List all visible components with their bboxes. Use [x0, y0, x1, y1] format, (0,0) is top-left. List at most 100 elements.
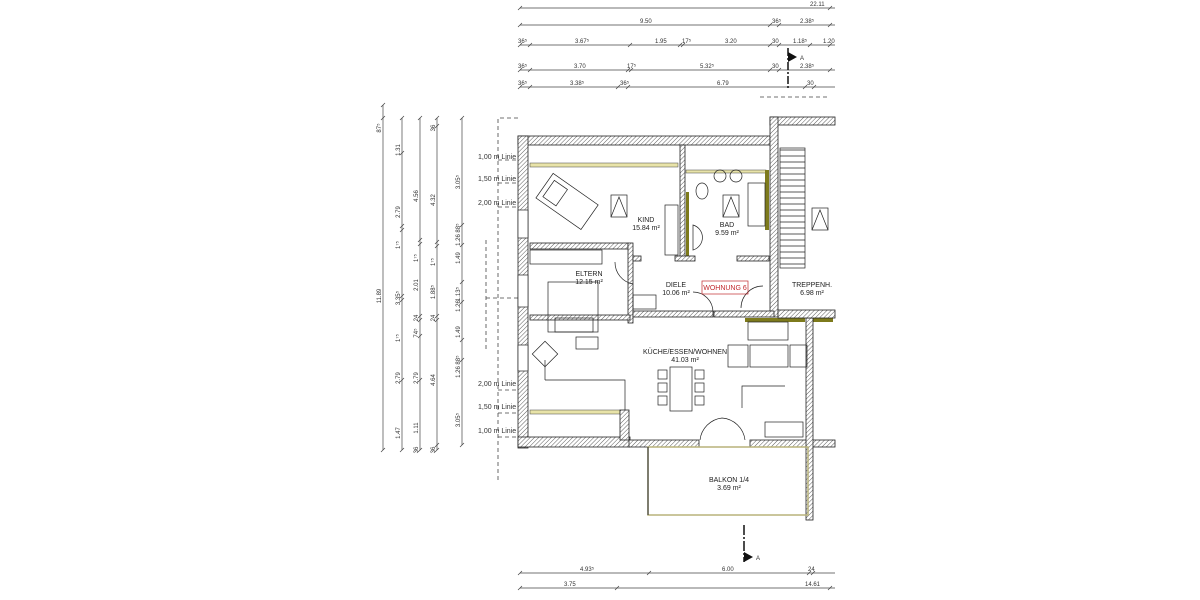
dimension-label: 1⁷⁵ [395, 333, 402, 342]
height-line-label: 1,00 m Linie [478, 154, 516, 161]
dimension-label: 36⁵ [518, 63, 528, 70]
dimension-tick [459, 222, 465, 228]
height-line-label: 1,50 m Linie [478, 176, 516, 183]
furniture [529, 169, 808, 441]
dimension-tick [776, 67, 782, 73]
dimension-label: 36 [431, 446, 437, 453]
dimension-label: 1.18⁵ [793, 38, 808, 45]
dimension-label: 74⁵ [413, 328, 420, 338]
dimension-tick [810, 570, 816, 576]
dimension-tick [806, 570, 812, 576]
unit-label-box [701, 280, 749, 295]
room-treppenhaus-name: TREPPENH. [792, 282, 832, 289]
dimension-label: 3.67⁵ [575, 38, 590, 45]
insulation-strip [529, 162, 679, 168]
dimension-tick [399, 223, 405, 229]
dimension-label: 88⁵ [455, 223, 462, 233]
dimension-label: 3.20 [725, 39, 737, 45]
dimension-label: 22.11 [810, 2, 825, 8]
room-kueche-name: KÜCHE/ESSEN/WOHNEN [643, 348, 727, 356]
dimension-label: 30 [772, 64, 779, 70]
room-bad-area: 9.59 m² [715, 230, 739, 237]
knee-line-top [485, 159, 518, 438]
dimension-label: 4.64 [431, 374, 437, 386]
dimension-label: 1.20 [823, 39, 835, 45]
dimension-label: 14.61 [805, 582, 821, 588]
dimension-label: 2.01 [414, 279, 420, 291]
dimension-label: 1.31 [396, 144, 402, 156]
dimension-tick [434, 239, 440, 245]
dimension-label: 1.13⁵ [455, 286, 462, 301]
dimension-label: 3.75 [564, 582, 576, 588]
dimension-tick [459, 279, 465, 285]
section-label: A [800, 56, 804, 62]
height-line-label: 2,00 m Linie [478, 381, 516, 388]
dimension-tick [417, 237, 423, 243]
dimension-tick [625, 67, 631, 73]
dimension-tick [459, 115, 465, 121]
dimension-label: 4.32 [431, 194, 437, 206]
dimension-label: 6.79 [717, 81, 729, 87]
dimension-tick [517, 84, 523, 90]
dimension-tick [625, 84, 631, 90]
room-balkon-area: 3.69 m² [717, 485, 741, 492]
dimension-tick [434, 313, 440, 319]
dimension-label: 4.56 [414, 190, 420, 202]
wall-accent [765, 170, 769, 230]
dimension-tick [417, 333, 423, 339]
dimension-tick [517, 22, 523, 28]
dimension-tick [417, 377, 423, 383]
dimension-tick [399, 115, 405, 121]
dimension-tick [628, 67, 634, 73]
dimension-label: 36⁵ [518, 38, 528, 45]
dimension-label: 6.00 [722, 567, 734, 573]
room-diele-name: DIELE [666, 282, 687, 289]
dimension-tick [399, 293, 405, 299]
dimension-tick [417, 115, 423, 121]
dimension-label: 11.89 [377, 288, 383, 303]
room-eltern-name: ELTERN [575, 271, 602, 278]
dimension-tick [434, 123, 440, 129]
dimension-tick [646, 570, 652, 576]
dimension-label: 88⁵ [455, 355, 462, 365]
dimension-tick [459, 242, 465, 248]
dimension-tick [517, 570, 523, 576]
dimension-tick [459, 299, 465, 305]
dimension-label: 87⁵ [376, 123, 383, 133]
dimension-tick [614, 585, 620, 591]
dimension-tick [527, 67, 533, 73]
dimension-tick [807, 42, 813, 48]
dimension-tick [399, 447, 405, 453]
dimension-tick [517, 5, 523, 11]
dimension-tick [380, 102, 386, 108]
dimension-tick [527, 42, 533, 48]
dimension-tick [380, 447, 386, 453]
dimension-label: 24 [808, 567, 815, 573]
dimension-tick [517, 67, 523, 73]
dimension-tick [802, 84, 808, 90]
dimension-label: 3.05⁵ [455, 174, 462, 189]
dimension-label: 1⁷⁵ [395, 240, 402, 249]
dimension-label: 5.32⁵ [700, 63, 715, 70]
dimension-tick [517, 42, 523, 48]
dimension-label: 2.79 [396, 372, 402, 384]
height-line-label: 2,00 m Linie [478, 200, 516, 207]
dimension-label: 1.26 [456, 366, 462, 378]
dimension-tick [434, 447, 440, 453]
section-marker-top: A [787, 48, 804, 90]
dimension-label: 36 [431, 124, 437, 131]
dimension-tick [380, 115, 386, 121]
dimension-tick [811, 84, 817, 90]
room-eltern-area: 12.15 m² [575, 279, 603, 286]
dimension-tick [459, 337, 465, 343]
dimension-label: 2.79 [396, 206, 402, 218]
dimension-label: 1⁷⁵ [430, 257, 437, 266]
roof-outline [497, 96, 830, 480]
dimension-tick [434, 442, 440, 448]
dimension-tick [827, 5, 833, 11]
dimension-label: 24 [431, 314, 437, 321]
dimension-tick [434, 317, 440, 323]
dimension-label: 1.95 [655, 39, 667, 45]
